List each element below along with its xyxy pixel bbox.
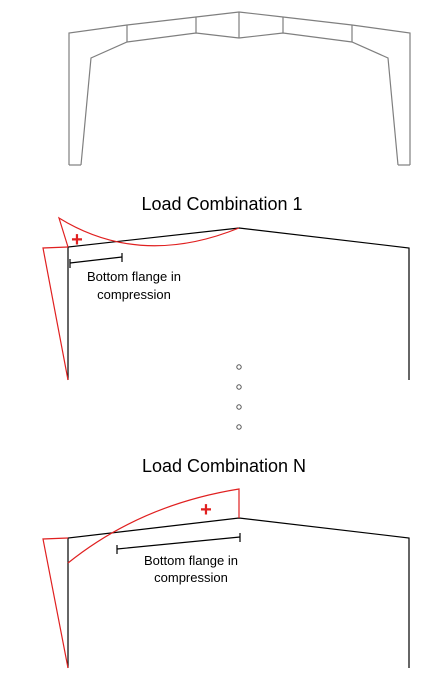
combo1-plus-sign: +	[71, 229, 83, 251]
comboN-moment-column	[42, 537, 69, 669]
comboN-compression-dimension	[116, 533, 241, 554]
comboN-title: Load Combination N	[142, 456, 306, 476]
ellipsis-dot-2	[236, 384, 242, 390]
combo1-moment-rafter	[57, 216, 240, 248]
frame-inner-left	[80, 32, 240, 166]
ellipsis-dot-1	[236, 364, 242, 370]
portal-frame	[68, 11, 411, 166]
comboN-note-line2: compression	[154, 570, 228, 585]
ellipsis-dot-4	[236, 424, 242, 430]
ellipsis-dot-3	[236, 404, 242, 410]
combo1-title: Load Combination 1	[141, 194, 302, 214]
comboN-moment-rafter	[67, 488, 240, 564]
load-combination-1: Load Combination 1 + Bottom flange in co…	[42, 194, 410, 381]
comboN-frame	[67, 517, 410, 668]
combo1-note-line1: Bottom flange in	[87, 269, 181, 284]
comboN-plus-sign: +	[200, 499, 212, 521]
comboN-note-line1: Bottom flange in	[144, 553, 238, 568]
ellipsis-dots	[236, 364, 242, 430]
combo1-compression-dimension	[69, 253, 123, 268]
combo1-frame	[67, 227, 410, 380]
load-combination-n: Load Combination N + Bottom flange in co…	[42, 456, 410, 669]
frame-inner-right	[238, 32, 399, 166]
combo1-note-line2: compression	[97, 287, 171, 302]
combo1-moment-column	[42, 246, 69, 381]
